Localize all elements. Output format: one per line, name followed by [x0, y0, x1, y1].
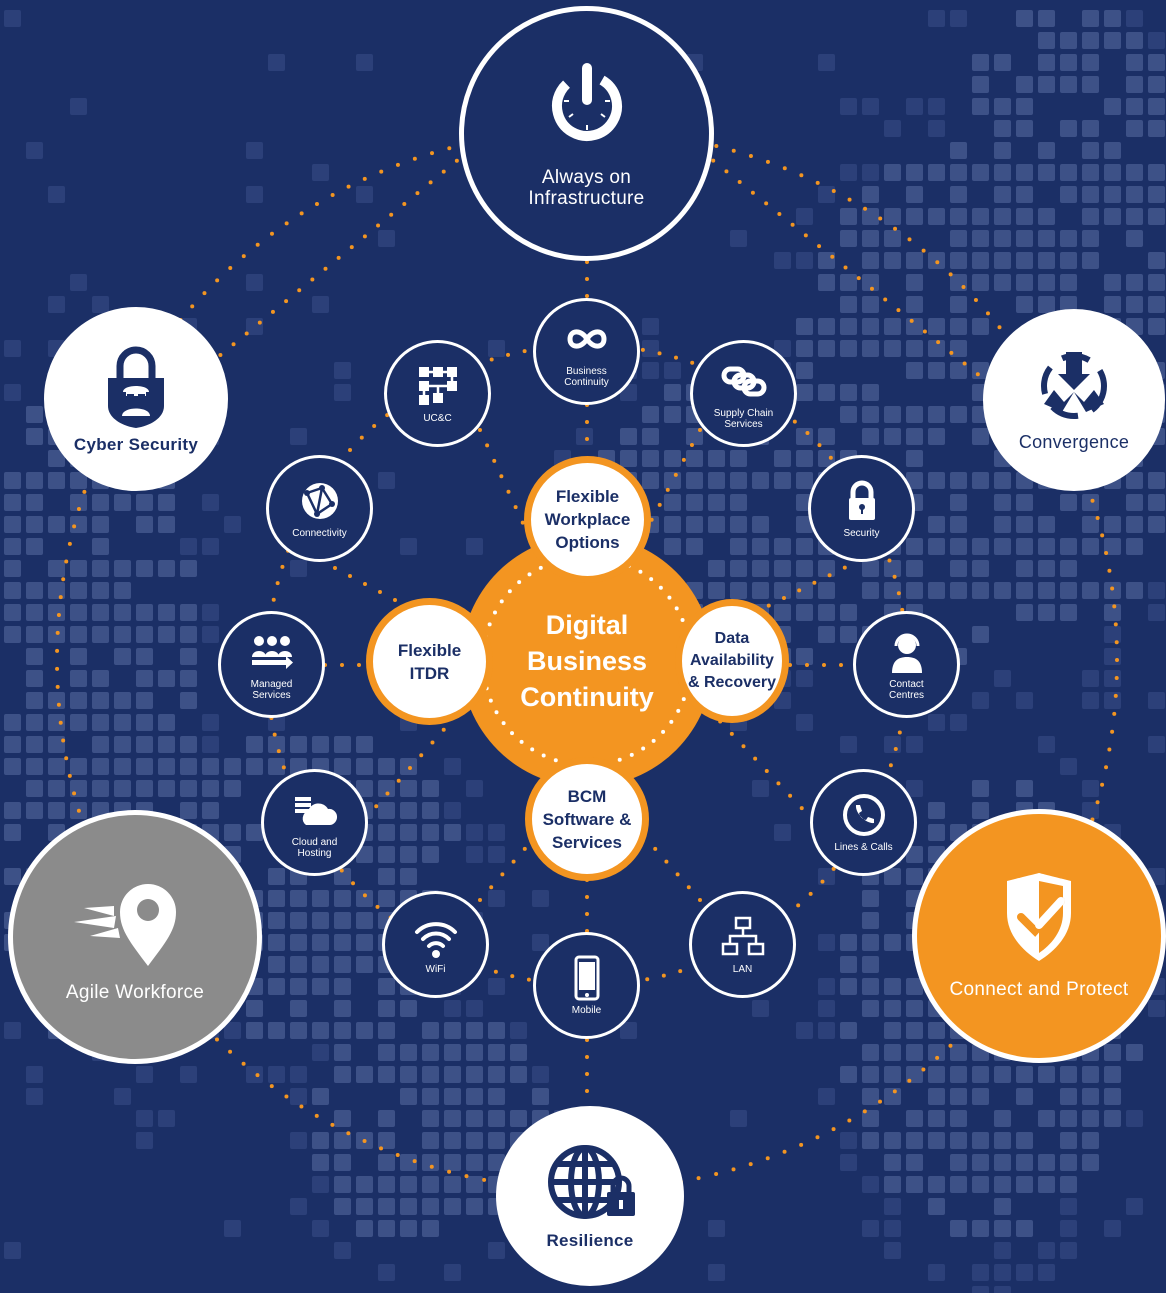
outer-node-label: Cyber Security — [73, 434, 199, 454]
headset-agent-icon — [891, 633, 922, 673]
ring-node-ucc[interactable]: UC&C — [384, 340, 491, 447]
cloud-server-icon — [294, 796, 337, 825]
ring-node-supply-chain[interactable]: Supply Chain Services — [690, 340, 797, 447]
ring-node-label: Managed Services — [250, 678, 293, 701]
outer-node-always-on[interactable]: Always on Infrastructure — [459, 6, 714, 261]
team-icon — [251, 635, 293, 669]
power-icon — [551, 62, 622, 141]
ring-node-managed-services[interactable]: Managed Services — [218, 611, 325, 718]
inner-node-label: Flexible ITDR — [397, 640, 462, 683]
ring-node-label: Supply Chain Services — [713, 407, 774, 430]
ring-node-label: Lines & Calls — [834, 842, 893, 853]
outer-node-label: Connect and Protect — [949, 978, 1129, 1000]
outer-node-convergence[interactable]: Convergence — [983, 309, 1165, 491]
outer-node-label: Always on Infrastructure — [528, 166, 645, 209]
ring-node-lines-calls[interactable]: Lines & Calls — [810, 769, 917, 876]
network-icon — [721, 916, 764, 956]
outer-node-cyber-security[interactable]: Cyber Security — [44, 307, 228, 491]
hub-digital-business-continuity: Digital Business Continuity — [461, 535, 713, 787]
ring-node-label: Security — [843, 528, 880, 539]
ring-node-label: Business Continuity — [564, 365, 609, 388]
inner-node-flexible-workplace[interactable]: Flexible Workplace Options — [524, 456, 651, 583]
outer-node-agile-workforce[interactable]: Agile Workforce — [8, 810, 262, 1064]
ring-node-label: Contact Centres — [888, 678, 924, 701]
globe-network-icon — [301, 483, 338, 519]
outer-node-connect-protect[interactable]: Connect and Protect — [912, 809, 1166, 1063]
inner-node-bcm-software[interactable]: BCM Software & Services — [525, 757, 649, 881]
ring-node-cloud-hosting[interactable]: Cloud and Hosting — [261, 769, 368, 876]
ring-node-security[interactable]: Security — [808, 455, 915, 562]
hub-label: Digital Business Continuity — [520, 610, 654, 712]
ring-node-label: WiFi — [425, 964, 446, 975]
inner-node-flexible-itdr[interactable]: Flexible ITDR — [366, 598, 493, 725]
padlock-icon — [848, 480, 875, 520]
hacker-lock-icon — [108, 346, 164, 428]
ring-node-wifi[interactable]: WiFi — [382, 891, 489, 998]
flowchart-icon — [418, 367, 457, 405]
outer-node-resilience[interactable]: Resilience — [496, 1106, 684, 1286]
ring-node-business-continuity[interactable]: Business Continuity — [533, 298, 640, 405]
location-pin-icon — [74, 883, 176, 966]
ring-node-connectivity[interactable]: Connectivity — [266, 455, 373, 562]
ring-node-label: Connectivity — [292, 528, 347, 539]
ring-node-contact-centres[interactable]: Contact Centres — [853, 611, 960, 718]
ring-node-label: UC&C — [423, 413, 452, 424]
outer-node-label: Resilience — [546, 1230, 634, 1250]
wifi-icon — [414, 922, 457, 958]
ring-node-label: LAN — [732, 964, 753, 975]
ring-node-label: Cloud and Hosting — [291, 836, 338, 859]
phone-icon — [842, 794, 885, 836]
ring-node-label: Mobile — [571, 1005, 602, 1016]
inner-node-label: Flexible Workplace Options — [544, 487, 631, 552]
infinity-icon — [566, 328, 607, 349]
outer-node-label: Convergence — [1018, 431, 1130, 452]
inner-node-data-availability[interactable]: Data Availability & Recovery — [675, 599, 789, 723]
globe-lock-icon — [548, 1144, 635, 1219]
smartphone-icon — [574, 955, 599, 1001]
shield-check-icon — [1007, 872, 1071, 961]
inner-node-label: Data Availability & Recovery — [687, 630, 777, 691]
ring-node-lan[interactable]: LAN — [689, 891, 796, 998]
outer-node-label: Agile Workforce — [65, 981, 205, 1003]
convergence-icon — [1041, 351, 1107, 419]
chain-link-icon — [721, 366, 766, 396]
ring-node-mobile[interactable]: Mobile — [533, 932, 640, 1039]
inner-node-label: BCM Software & Services — [542, 786, 632, 852]
